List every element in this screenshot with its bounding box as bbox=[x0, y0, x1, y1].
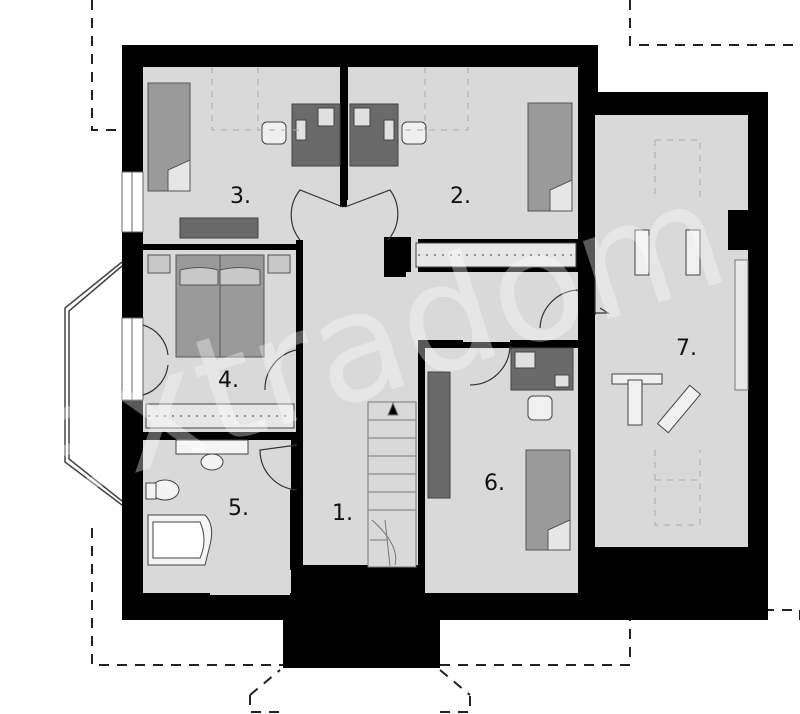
bay-window bbox=[64, 261, 123, 506]
room-label-6: 6. bbox=[484, 471, 505, 496]
desk-icon bbox=[427, 371, 451, 499]
windows bbox=[121, 171, 749, 401]
room-labels: 3. 2. 4. 7. 6. 5. 1. bbox=[218, 184, 697, 526]
room-label-7: 7. bbox=[676, 336, 697, 361]
room-label-3: 3. bbox=[230, 184, 251, 209]
roof-outline bbox=[91, 0, 800, 713]
hall-corridor-floor bbox=[408, 272, 593, 342]
room5-floor-ext bbox=[210, 540, 290, 595]
door-swing-icon bbox=[539, 289, 579, 329]
door-swing-icon bbox=[594, 275, 611, 315]
door-swing-icon bbox=[142, 364, 169, 396]
staircase bbox=[367, 401, 417, 568]
chair-icon bbox=[261, 121, 287, 145]
sink-icon bbox=[200, 453, 224, 471]
desk-icon bbox=[179, 217, 259, 239]
internal-walls bbox=[137, 67, 748, 572]
beds bbox=[147, 82, 573, 551]
bathroom-fixtures bbox=[145, 439, 249, 566]
door-swing-icon bbox=[290, 189, 344, 241]
gym-equipment bbox=[611, 229, 702, 434]
room-label-2: 2. bbox=[450, 184, 471, 209]
chair-icon bbox=[527, 395, 553, 421]
desks bbox=[179, 103, 574, 499]
ceiling-grid bbox=[211, 67, 701, 526]
gym-equipment-icon bbox=[634, 229, 650, 276]
room-label-4: 4. bbox=[218, 368, 239, 393]
door-swing-icon bbox=[344, 189, 399, 241]
gym-equipment-icon bbox=[685, 229, 701, 276]
doors bbox=[142, 189, 611, 491]
chair-icon bbox=[401, 121, 427, 145]
room-label-1: 1. bbox=[332, 501, 353, 526]
room7-floor bbox=[595, 115, 748, 547]
door-swing-icon bbox=[259, 444, 298, 491]
door-swing-icon bbox=[469, 345, 511, 386]
gym-equipment-icon bbox=[656, 384, 702, 434]
door-swing-icon bbox=[264, 349, 297, 391]
room-label-5: 5. bbox=[228, 496, 249, 521]
door-swing-icon bbox=[142, 324, 169, 356]
wardrobes bbox=[145, 242, 577, 429]
stair-arrow-icon bbox=[387, 401, 399, 416]
